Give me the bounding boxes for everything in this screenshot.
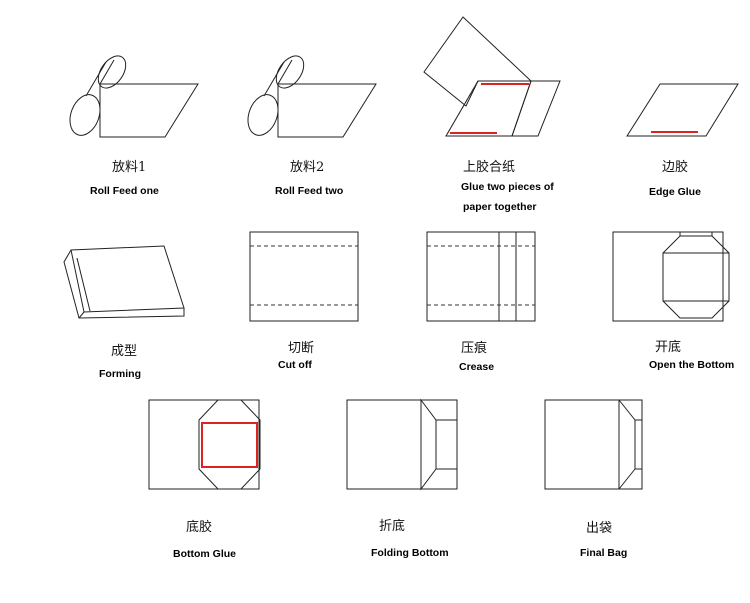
- step-3-en-label-line1: Glue two pieces of: [461, 181, 554, 193]
- step-11-en-label: Final Bag: [580, 547, 627, 559]
- step-1-en-label: Roll Feed one: [90, 185, 159, 197]
- final-bag-figure: [544, 399, 643, 490]
- step-11-cn-label: 出袋: [586, 521, 612, 536]
- step-8-cn-label: 开底: [655, 339, 681, 355]
- step-3-cn-label: 上胶合纸: [463, 159, 515, 175]
- step-3-en-label-line2: paper together: [463, 201, 537, 213]
- step-10-en-label: Folding Bottom: [371, 547, 449, 559]
- step-10-cn-label: 折底: [379, 518, 405, 534]
- step-7-cn-label: 压痕: [461, 340, 487, 356]
- bottom-glue-figure: [148, 399, 261, 490]
- step-7-en-label: Crease: [459, 361, 494, 373]
- step-1-cn-label: 放料1: [112, 160, 146, 175]
- step-5-cn-label: 成型: [111, 344, 137, 359]
- crease-figure: [426, 231, 536, 322]
- step-4-en-label: Edge Glue: [649, 186, 701, 198]
- roll-feed-one-figure: [69, 55, 199, 138]
- step-6-en-label: Cut off: [278, 359, 312, 371]
- step-9-en-label: Bottom Glue: [173, 548, 236, 560]
- roll-feed-two-figure: [247, 55, 377, 138]
- glue-two-pieces-figure: [423, 16, 561, 137]
- step-6-cn-label: 切断: [288, 341, 314, 356]
- step-2-en-label: Roll Feed two: [275, 185, 343, 197]
- step-8-en-label: Open the Bottom: [649, 359, 734, 371]
- edge-glue-figure: [626, 83, 739, 137]
- step-4-cn-label: 边胶: [662, 159, 688, 175]
- open-bottom-figure: [612, 231, 730, 322]
- folding-bottom-figure: [346, 398, 458, 491]
- step-2-cn-label: 放料2: [290, 160, 324, 175]
- forming-figure: [63, 245, 185, 319]
- step-9-cn-label: 底胶: [186, 519, 212, 535]
- cut-off-figure: [249, 231, 359, 322]
- step-5-en-label: Forming: [99, 368, 141, 380]
